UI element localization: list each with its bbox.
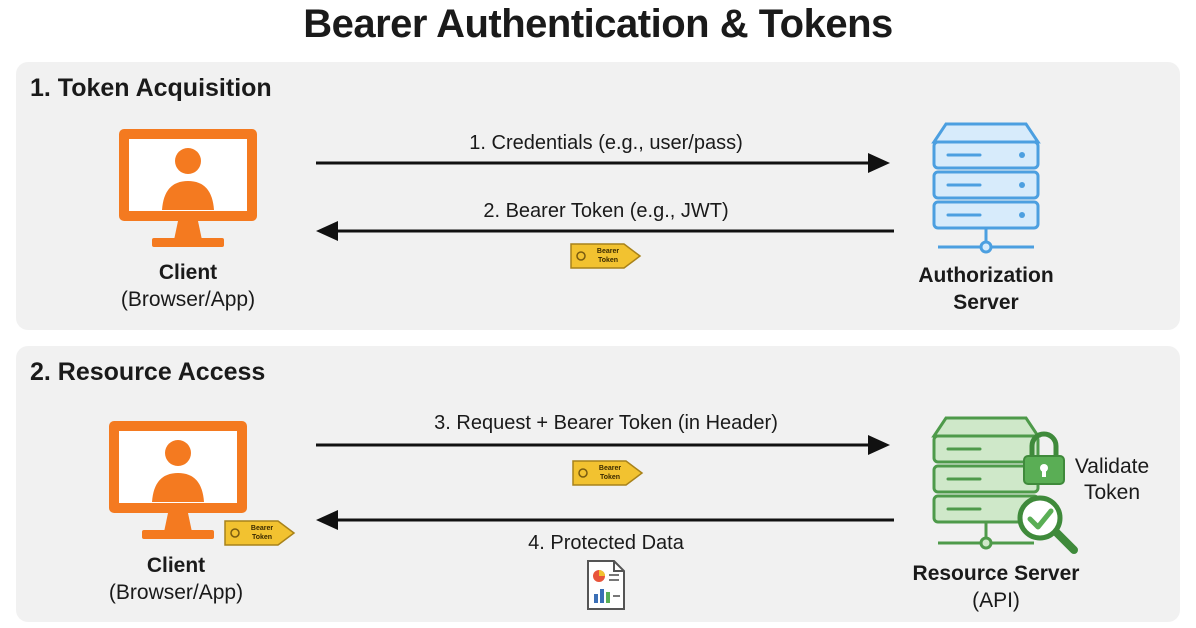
arrowhead-left xyxy=(316,221,338,241)
magnifier-check-icon xyxy=(1017,495,1078,554)
lock-icon xyxy=(1023,431,1065,485)
arrowhead-left xyxy=(316,510,338,530)
resource-server-subtitle: (API) xyxy=(972,589,1020,612)
computer-user-icon xyxy=(119,129,257,247)
section-heading: 2. Resource Access xyxy=(30,358,266,386)
token-label-line2: Token xyxy=(600,474,620,481)
token-label-line1: Bearer xyxy=(251,525,273,532)
client-subtitle: (Browser/App) xyxy=(120,288,256,311)
token-label-line1: Bearer xyxy=(599,465,621,472)
client-subtitle: (Browser/App) xyxy=(108,581,244,604)
auth-server-name: Authorization xyxy=(918,264,1054,287)
arrowhead-right xyxy=(868,153,890,173)
message-arrows xyxy=(316,153,894,241)
message-request: 3. Request + Bearer Token (in Header) xyxy=(434,412,778,434)
auth-server-label: Authorization Server xyxy=(886,262,1086,316)
client-label: Client (Browser/App) xyxy=(76,552,276,606)
resource-server-label: Resource Server (API) xyxy=(878,560,1114,614)
section-heading: 1. Token Acquisition xyxy=(30,74,272,102)
token-label-line1: Bearer xyxy=(597,248,619,255)
computer-user-icon xyxy=(109,421,247,539)
key-token-icon: Bearer Token xyxy=(224,520,296,546)
server-icon xyxy=(931,122,1041,254)
arrowhead-right xyxy=(868,435,890,455)
key-token-icon: Bearer Token xyxy=(572,460,644,486)
validate-line2: Token xyxy=(1083,481,1141,504)
validate-token-label: Validate Token xyxy=(1052,454,1172,506)
message-protected-data: 4. Protected Data xyxy=(528,532,684,554)
client-name: Client xyxy=(146,554,206,577)
page-title: Bearer Authentication & Tokens xyxy=(303,2,893,46)
key-token-icon: Bearer Token xyxy=(570,243,642,269)
message-credentials: 1. Credentials (e.g., user/pass) xyxy=(469,132,743,154)
auth-server-subtitle: Server xyxy=(953,291,1019,314)
document-chart-icon xyxy=(587,560,625,610)
client-name: Client xyxy=(158,261,218,284)
token-label-line2: Token xyxy=(252,534,272,541)
message-arrows xyxy=(316,435,894,530)
section-resource-access: 2. Resource Access Bearer Token Client (… xyxy=(16,346,1180,622)
resource-server-name: Resource Server xyxy=(912,562,1080,585)
client-label: Client (Browser/App) xyxy=(88,259,288,313)
section-token-acquisition: 1. Token Acquisition Client (Browser/App… xyxy=(16,62,1180,330)
token-label-line2: Token xyxy=(598,257,618,264)
message-bearer-token: 2. Bearer Token (e.g., JWT) xyxy=(483,200,729,222)
validate-line1: Validate xyxy=(1074,455,1150,478)
